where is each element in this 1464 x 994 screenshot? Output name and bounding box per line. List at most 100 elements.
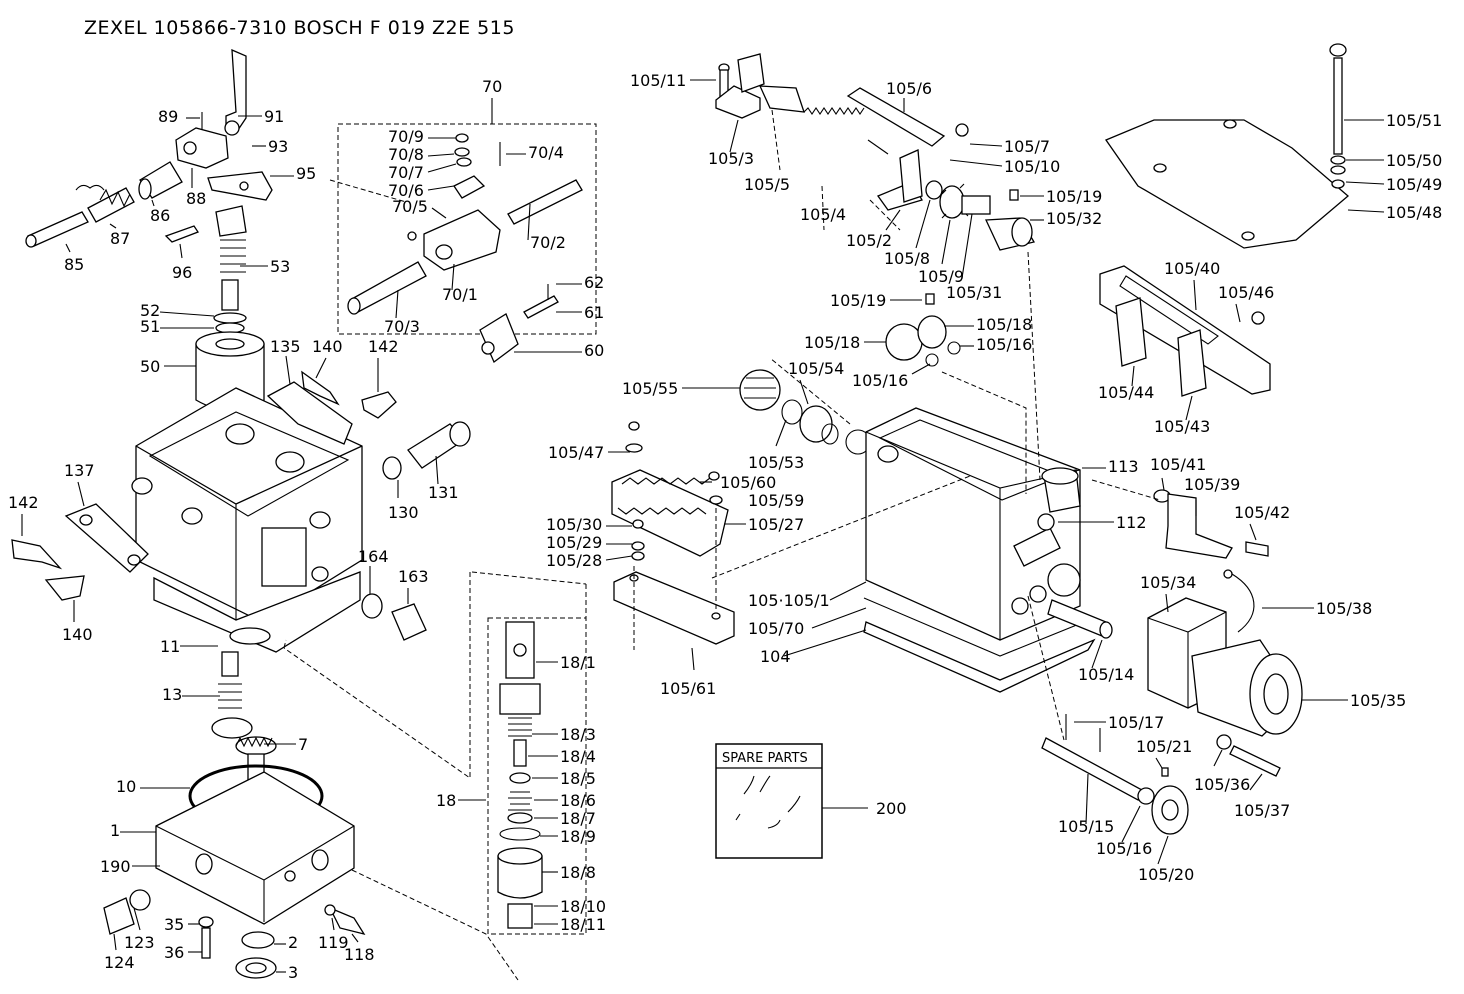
callout-label: 105·105/1 bbox=[748, 591, 830, 610]
callout-label: 105/5 bbox=[744, 175, 790, 194]
callout-leader-line bbox=[783, 629, 867, 657]
callout-leader-line bbox=[1249, 773, 1263, 791]
callout-leader-line bbox=[285, 355, 291, 385]
callout-label: 105/7 bbox=[1004, 137, 1050, 156]
callout-leader-line bbox=[427, 153, 455, 157]
callout-label: 18/11 bbox=[560, 915, 606, 934]
callout-label: 105/15 bbox=[1058, 817, 1114, 836]
callout-leader-line bbox=[949, 159, 1003, 167]
callout-leader-line bbox=[1157, 835, 1169, 865]
callout-label: 123 bbox=[124, 933, 155, 952]
callout-leader-line bbox=[331, 917, 335, 931]
callout-leader-line bbox=[605, 555, 633, 561]
callout-label: 70/9 bbox=[388, 127, 424, 146]
callout-leader-line bbox=[1085, 773, 1089, 825]
callout-label: 105/43 bbox=[1154, 417, 1210, 436]
callout-label: 105/10 bbox=[1004, 157, 1060, 176]
callout-leader-line bbox=[77, 481, 85, 507]
callout-label: 53 bbox=[270, 257, 290, 276]
callout-label: 105/14 bbox=[1078, 665, 1134, 684]
callout-label: 1 bbox=[110, 821, 120, 840]
callout-label: 105/29 bbox=[546, 533, 602, 552]
callout-label: 2 bbox=[288, 933, 298, 952]
callout-label: 18/7 bbox=[560, 809, 596, 828]
callout-leader-lines bbox=[21, 79, 1385, 973]
callout-leader-line bbox=[1121, 805, 1141, 843]
callout-leader-line bbox=[799, 379, 809, 405]
callout-label: 11 bbox=[160, 637, 180, 656]
callout-label: 62 bbox=[584, 273, 604, 292]
callout-leader-line bbox=[1091, 639, 1103, 669]
callout-label: 105/50 bbox=[1386, 151, 1442, 170]
callout-leader-line bbox=[1155, 757, 1163, 769]
callout-label: 105/9 bbox=[918, 267, 964, 286]
callout-label: 105/53 bbox=[748, 453, 804, 472]
callout-label: 3 bbox=[288, 963, 298, 982]
callout-label: 105/40 bbox=[1164, 259, 1220, 278]
callout-label: 86 bbox=[150, 206, 170, 225]
callout-label: 105/11 bbox=[630, 71, 686, 90]
callout-label: 52 bbox=[140, 301, 160, 320]
callout-label: 95 bbox=[296, 164, 316, 183]
callout-label: 105/49 bbox=[1386, 175, 1442, 194]
callout-leader-line bbox=[431, 207, 447, 219]
callout-label: 142 bbox=[8, 493, 39, 512]
callout-leader-line bbox=[691, 647, 695, 671]
callout-label: 87 bbox=[110, 229, 130, 248]
callout-label: 131 bbox=[428, 483, 459, 502]
callout-label: 130 bbox=[388, 503, 419, 522]
callout-label: 105/70 bbox=[748, 619, 804, 638]
callout-leader-line bbox=[1235, 303, 1241, 323]
callout-label: 61 bbox=[584, 303, 604, 322]
right-assembly-drawing bbox=[611, 43, 1350, 835]
callout-label: 18/10 bbox=[560, 897, 606, 916]
callout-label: 70/8 bbox=[388, 145, 424, 164]
callout-label: 105/21 bbox=[1136, 737, 1192, 756]
callout-label: 70/4 bbox=[528, 143, 564, 162]
callout-label: 105/48 bbox=[1386, 203, 1442, 222]
callout-leader-line bbox=[427, 163, 457, 173]
callout-label: 10 bbox=[116, 777, 136, 796]
callout-label: 88 bbox=[186, 189, 206, 208]
callout-label: 96 bbox=[172, 263, 192, 282]
callout-leader-line bbox=[811, 607, 867, 629]
callout-label: 105/17 bbox=[1108, 713, 1164, 732]
callout-label: 135 bbox=[270, 337, 301, 356]
callout-label: 105/18 bbox=[976, 315, 1032, 334]
callout-label: 112 bbox=[1116, 513, 1147, 532]
callout-label: 105/20 bbox=[1138, 865, 1194, 884]
callout-leader-line bbox=[351, 933, 359, 943]
spare-parts-label: SPARE PARTS bbox=[722, 751, 808, 766]
callout-leader-line bbox=[427, 185, 455, 191]
callout-label: 105/42 bbox=[1234, 503, 1290, 522]
callout-label: 13 bbox=[162, 685, 182, 704]
parts-60-62-drawing bbox=[479, 284, 559, 364]
callout-leader-line bbox=[941, 219, 951, 265]
callout-label: 105/6 bbox=[886, 79, 932, 98]
callout-label: 105/4 bbox=[800, 205, 846, 224]
callout-label: 118 bbox=[344, 945, 375, 964]
callout-label: 18/4 bbox=[560, 747, 596, 766]
callout-200: 200 bbox=[876, 799, 907, 818]
diagram-title: ZEXEL 105866-7310 BOSCH F 019 Z2E 515 bbox=[84, 17, 515, 39]
callout-label: 18/8 bbox=[560, 863, 596, 882]
callout-label: 113 bbox=[1108, 457, 1139, 476]
callout-label: 85 bbox=[64, 255, 84, 274]
callout-label: 105/16 bbox=[976, 335, 1032, 354]
callout-label: 105/59 bbox=[748, 491, 804, 510]
callout-label: 18/6 bbox=[560, 791, 596, 810]
callout-label: 18/3 bbox=[560, 725, 596, 744]
callout-leader-line bbox=[1193, 279, 1197, 311]
callout-leader-line bbox=[179, 243, 183, 259]
callout-label: 105/19 bbox=[830, 291, 886, 310]
spare-parts-box: SPARE PARTS 200 bbox=[715, 743, 907, 859]
callout-label: 50 bbox=[140, 357, 160, 376]
callout-label: 140 bbox=[62, 625, 93, 644]
callout-leader-line bbox=[109, 223, 117, 229]
callout-label: 89 bbox=[158, 107, 178, 126]
callout-label: 105/18 bbox=[804, 333, 860, 352]
callout-label: 140 bbox=[312, 337, 343, 356]
callout-label: 35 bbox=[164, 915, 184, 934]
callout-label: 105/34 bbox=[1140, 573, 1196, 592]
